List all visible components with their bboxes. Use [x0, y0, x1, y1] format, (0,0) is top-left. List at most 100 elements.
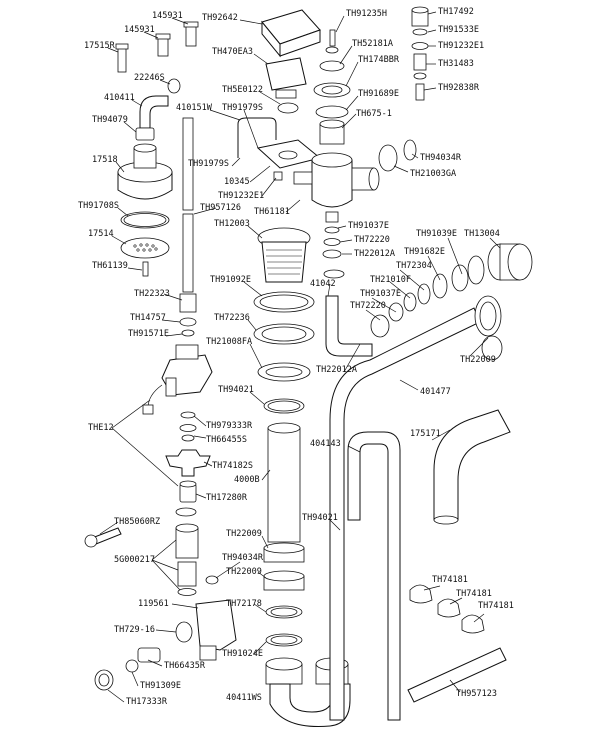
part-label-TH22009: TH22009	[226, 529, 262, 539]
part-label-TH91689E: TH91689E	[358, 89, 399, 99]
part-label-TH61181: TH61181	[254, 207, 290, 217]
part-label-TH94021: TH94021	[302, 513, 338, 523]
part-label-TH17280R: TH17280R	[206, 493, 248, 503]
part-label-TH91571E: TH91571E	[128, 329, 169, 339]
part-label-TH94034R: TH94034R	[222, 553, 264, 563]
top-right-parts	[293, 29, 380, 208]
part-label-TH61139: TH61139	[92, 261, 128, 271]
side-outlet-chain	[325, 243, 533, 357]
tailpiece-tube	[263, 422, 305, 647]
tee-outlet-rings	[322, 211, 345, 279]
lower-left-fittings	[94, 575, 237, 691]
part-label-TH94034R: TH94034R	[420, 153, 462, 163]
part-label-TH85060RZ: TH85060RZ	[114, 517, 160, 527]
part-label-TH22009: TH22009	[226, 567, 262, 577]
part-label-TH91708S: TH91708S	[78, 201, 119, 211]
part-label-17515R: 17515R	[84, 41, 116, 51]
part-label-TH91037E: TH91037E	[348, 221, 389, 231]
part-label-TH979333R: TH979333R	[206, 421, 253, 431]
part-label-TH91232E1: TH91232E1	[438, 41, 484, 51]
part-label-TH74181: TH74181	[478, 601, 514, 611]
drain-basket	[253, 227, 315, 414]
part-label-TH91979S: TH91979S	[222, 103, 263, 113]
part-label-TH91092E: TH91092E	[210, 275, 251, 285]
part-label-TH72220: TH72220	[350, 301, 386, 311]
part-label-TH22323: TH22323	[134, 289, 170, 299]
valve-lower-parts	[165, 411, 211, 503]
part-label-TH13004: TH13004	[464, 229, 500, 239]
part-label-TH72236: TH72236	[214, 313, 250, 323]
part-label-TH22012A: TH22012A	[354, 249, 395, 259]
part-label-TH14757: TH14757	[130, 313, 166, 323]
part-label-TH22009: TH22009	[460, 355, 496, 365]
part-label-5G000217: 5G000217	[114, 555, 155, 565]
part-label-TH72304: TH72304	[396, 261, 432, 271]
part-label-404143: 404143	[310, 439, 341, 449]
part-label-TH675-1: TH675-1	[356, 109, 392, 119]
part-label-TH91979S: TH91979S	[188, 159, 229, 169]
part-label-TH94079: TH94079	[92, 115, 128, 125]
part-label-TH92642: TH92642	[202, 13, 238, 23]
part-label-175171: 175171	[410, 429, 441, 439]
leader-lines	[99, 11, 501, 703]
part-label-22246S: 22246S	[134, 73, 165, 83]
part-label-TH91024E: TH91024E	[222, 649, 263, 659]
trap-arm	[329, 295, 503, 721]
part-label-TH91682E: TH91682E	[404, 247, 445, 257]
part-label-TH74181: TH74181	[432, 575, 468, 585]
part-label-145931: 145931	[124, 25, 155, 35]
part-label-TH52181A: TH52181A	[352, 39, 393, 49]
part-label-TH729-16: TH729-16	[114, 625, 155, 635]
top-center-parts	[237, 9, 322, 181]
part-label-TH94021: TH94021	[218, 385, 254, 395]
part-label-41042: 41042	[310, 279, 336, 289]
part-label-TH66435R: TH66435R	[164, 661, 206, 671]
part-label-TH66455S: TH66455S	[206, 435, 247, 445]
part-label-TH17492: TH17492	[438, 7, 474, 17]
part-label-40411WS: 40411WS	[226, 693, 262, 703]
curved-pipe	[433, 409, 511, 525]
secondary-trap	[347, 431, 401, 721]
part-label-TH12003: TH12003	[214, 219, 250, 229]
part-label-TH91533E: TH91533E	[438, 25, 479, 35]
part-label-145931: 145931	[152, 11, 183, 21]
part-label-TH957126: TH957126	[200, 203, 241, 213]
part-labels: 145931 145931 17515R 22246S 410411 TH940…	[78, 7, 514, 707]
part-label-TH92838R: TH92838R	[438, 83, 480, 93]
part-label-TH17333R: TH17333R	[126, 697, 168, 707]
part-label-TH957123: TH957123	[456, 689, 497, 699]
part-label-17518: 17518	[92, 155, 118, 165]
part-label-TH21008FA: TH21008FA	[206, 337, 252, 347]
part-label-TH91232E1: TH91232E1	[218, 191, 264, 201]
part-label-TH31483: TH31483	[438, 59, 474, 69]
part-label-119561: 119561	[138, 599, 169, 609]
valve-body	[142, 344, 213, 415]
part-label-TH72220: TH72220	[354, 235, 390, 245]
rod	[407, 647, 507, 703]
key-part	[84, 527, 122, 548]
left-inlet-fittings	[115, 21, 199, 277]
part-label-TH91037E: TH91037E	[360, 289, 401, 299]
part-label-TH72178: TH72178	[226, 599, 262, 609]
part-label-TH470EA3: TH470EA3	[212, 47, 253, 57]
part-label-TH91235H: TH91235H	[346, 9, 387, 19]
part-label-TH91039E: TH91039E	[416, 229, 457, 239]
part-label-401477: 401477	[420, 387, 451, 397]
part-label-410151W: 410151W	[176, 103, 213, 113]
part-label-TH91309E: TH91309E	[140, 681, 181, 691]
part-label-TH74181: TH74181	[456, 589, 492, 599]
spacer-assembly	[175, 507, 199, 596]
part-label-TH74182S: TH74182S	[212, 461, 253, 471]
vertical-tube-assembly	[179, 117, 197, 337]
part-label-10345: 10345	[224, 177, 250, 187]
part-label-TH174BBR: TH174BBR	[358, 55, 400, 65]
part-label-TH22012A: TH22012A	[316, 365, 357, 375]
part-label-TH21010F: TH21010F	[370, 275, 411, 285]
part-label-TH21003GA: TH21003GA	[410, 169, 456, 179]
part-label-17514: 17514	[88, 229, 114, 239]
part-label-THE12: THE12	[88, 423, 114, 433]
part-label-410411: 410411	[104, 93, 135, 103]
part-label-TH5E0122: TH5E0122	[222, 85, 263, 95]
part-label-4000B: 4000B	[234, 475, 260, 485]
